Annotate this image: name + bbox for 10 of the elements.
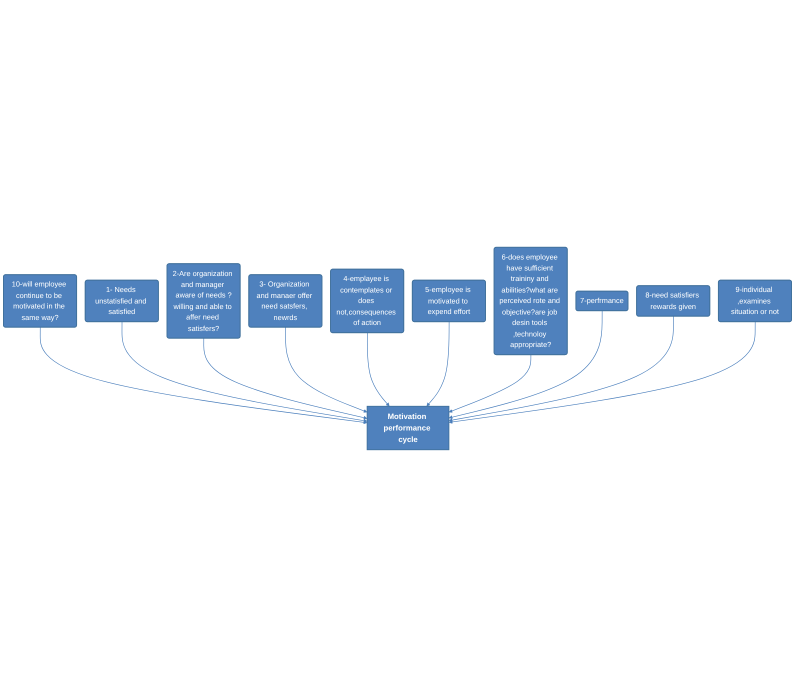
- arrow: [203, 338, 368, 420]
- arrow: [448, 316, 674, 422]
- arrow: [448, 310, 602, 420]
- arrow: [448, 354, 532, 413]
- arrow: [285, 327, 368, 413]
- arrow: [448, 322, 756, 424]
- arrow: [366, 332, 390, 406]
- arrow: [122, 322, 368, 423]
- arrow: [40, 327, 368, 424]
- arrow: [426, 322, 450, 406]
